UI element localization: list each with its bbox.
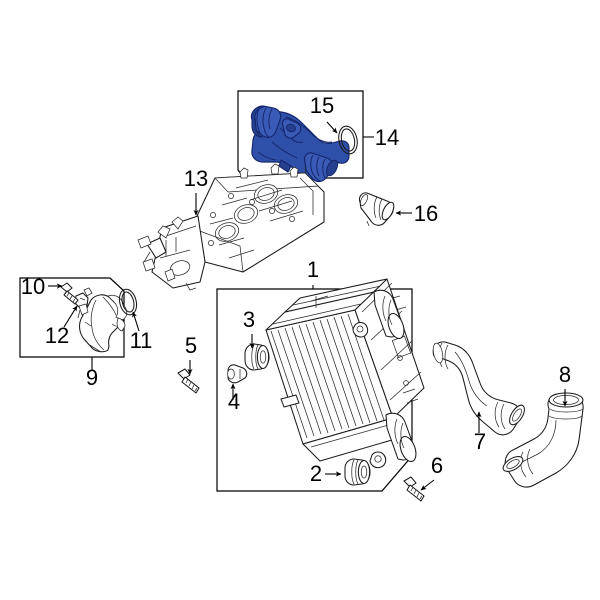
callout-leaders: [48, 121, 568, 491]
callout-label-3[interactable]: 3: [243, 307, 255, 332]
part-7-air-inlet-hose[interactable]: [432, 341, 528, 436]
part-1-intercooler[interactable]: [265, 278, 425, 469]
part-13-intake-manifold[interactable]: [137, 163, 325, 291]
part-16-hose-sleeve-connector[interactable]: [358, 192, 396, 227]
part-14-o-ring-seal[interactable]: [336, 124, 359, 155]
callout-label-13[interactable]: 13: [184, 166, 208, 191]
callout-label-10[interactable]: 10: [21, 274, 45, 299]
part-12-sensor[interactable]: [74, 287, 93, 319]
part-9-turbo-outlet-elbow[interactable]: [79, 294, 128, 353]
callout-label-16[interactable]: 16: [414, 201, 438, 226]
part-4-mount-pin[interactable]: [227, 364, 248, 384]
pipe-boss-detail: [281, 118, 302, 139]
part-15-turbocharger-intake-pipe[interactable]: [250, 105, 350, 183]
callout-label-8[interactable]: 8: [559, 362, 571, 387]
leader-12: [63, 305, 78, 328]
callout-label-6[interactable]: 6: [431, 453, 443, 478]
part-10-bolt[interactable]: [60, 282, 79, 305]
callout-numbers: 1 2 3 4 5 6 7 8 9 10 11 12 13 14 15 16: [21, 93, 571, 486]
part-5-bolt[interactable]: [177, 368, 200, 394]
part-8-air-outlet-hose[interactable]: [501, 392, 584, 488]
part-6-bolt[interactable]: [403, 476, 425, 502]
leader-15: [326, 121, 338, 134]
callout-label-5[interactable]: 5: [185, 333, 197, 358]
callout-label-4[interactable]: 4: [228, 389, 240, 414]
callout-label-2[interactable]: 2: [310, 461, 322, 486]
leader-6: [420, 479, 435, 491]
callout-label-1[interactable]: 1: [307, 257, 319, 282]
callout-label-7[interactable]: 7: [474, 429, 486, 454]
part-2-grommet-mount[interactable]: [344, 458, 371, 486]
callout-label-12[interactable]: 12: [45, 323, 69, 348]
part-3-upper-mount-bushing[interactable]: [244, 343, 270, 371]
callout-label-14[interactable]: 14: [375, 125, 399, 150]
callout-label-11[interactable]: 11: [130, 328, 153, 353]
part-11-o-ring-seal[interactable]: [117, 287, 139, 316]
leader-11: [132, 311, 140, 332]
callout-label-9[interactable]: 9: [86, 365, 98, 390]
callout-label-15[interactable]: 15: [310, 93, 334, 118]
